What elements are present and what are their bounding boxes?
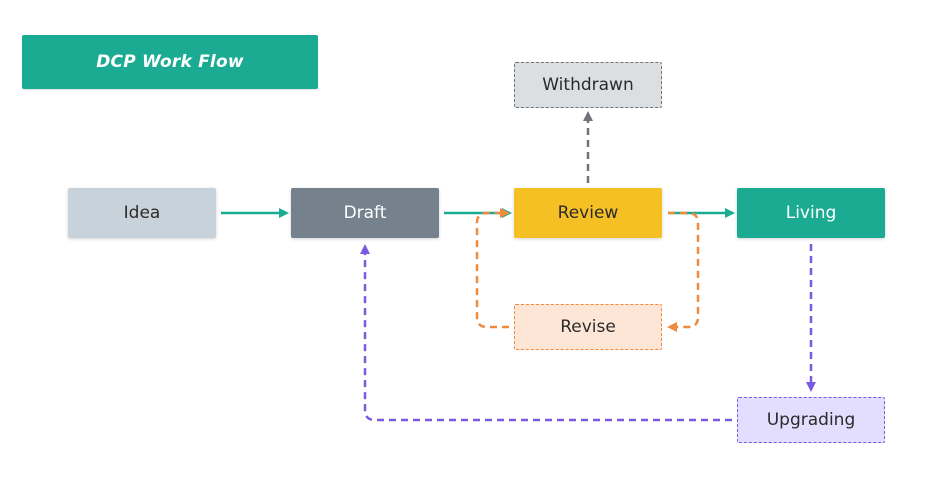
node-withdrawn-label: Withdrawn: [542, 75, 634, 95]
node-revise: Revise: [514, 304, 662, 350]
node-idea: Idea: [68, 188, 216, 238]
node-draft: Draft: [291, 188, 439, 238]
node-revise-label: Revise: [560, 317, 616, 337]
edge-revise-to-review: [475, 208, 510, 329]
node-upgrading-label: Upgrading: [766, 410, 856, 430]
node-review: Review: [514, 188, 662, 238]
edge-review-to-revise: [667, 211, 700, 332]
node-withdrawn: Withdrawn: [514, 62, 662, 108]
title-banner: DCP Work Flow: [22, 35, 318, 89]
node-upgrading: Upgrading: [737, 397, 885, 443]
node-living-label: Living: [785, 203, 837, 223]
node-living: Living: [737, 188, 885, 238]
node-idea-label: Idea: [123, 203, 161, 223]
node-draft-label: Draft: [343, 203, 387, 223]
node-review-label: Review: [557, 203, 619, 223]
diagram-title: DCP Work Flow: [96, 52, 244, 72]
